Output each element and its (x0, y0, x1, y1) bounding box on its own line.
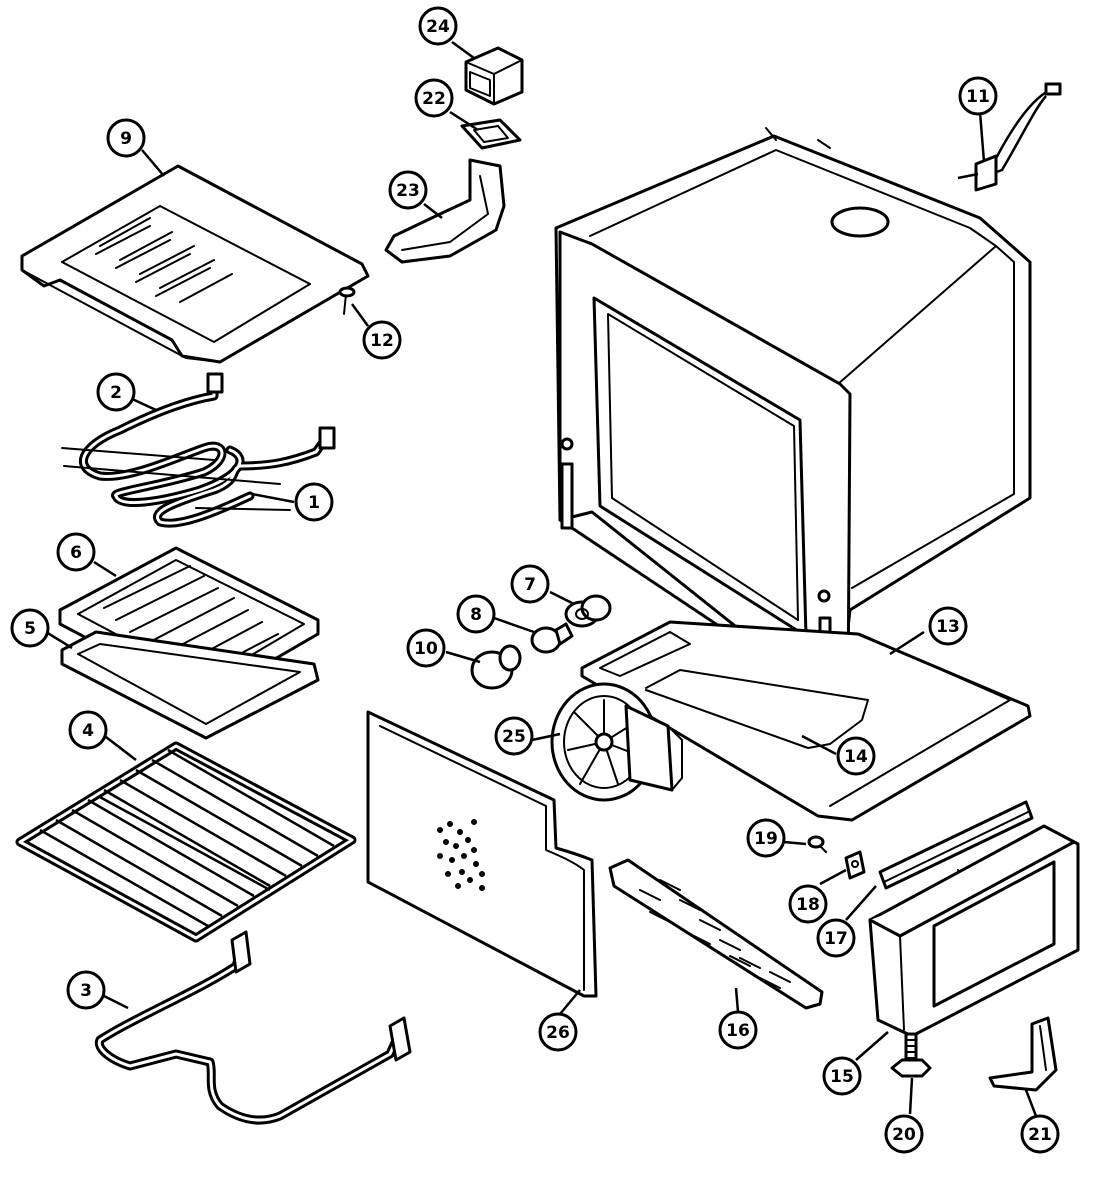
svg-text:2: 2 (110, 383, 122, 403)
callout-19: 19 (746, 818, 786, 858)
callout-2: 2 (96, 372, 136, 412)
callout-12: 12 (362, 320, 402, 360)
part-4-oven-rack (15, 741, 357, 943)
callout-15: 15 (822, 1056, 862, 1096)
part-25-convection-fan (550, 682, 683, 802)
oven-cavity (554, 127, 1032, 702)
svg-text:21: 21 (1028, 1125, 1052, 1145)
svg-text:9: 9 (120, 129, 132, 149)
svg-text:3: 3 (80, 981, 92, 1001)
part-8-bulb (530, 622, 574, 654)
svg-text:7: 7 (524, 575, 536, 595)
callout-14: 14 (836, 736, 876, 776)
callout-4: 4 (68, 710, 108, 750)
part-5-broiler-pan (60, 630, 320, 740)
svg-text:13: 13 (936, 617, 960, 637)
callout-23: 23 (388, 170, 428, 210)
callout-18: 18 (788, 884, 828, 924)
svg-text:24: 24 (426, 17, 450, 37)
callout-26: 26 (538, 1012, 578, 1052)
svg-text:26: 26 (546, 1023, 570, 1043)
fan-vent-holes (437, 819, 485, 891)
callout-21: 21 (1020, 1114, 1060, 1154)
svg-text:22: 22 (422, 89, 446, 109)
part-20-leveling-leg (890, 1032, 932, 1078)
part-19-screw (807, 835, 827, 853)
svg-text:6: 6 (70, 543, 82, 563)
part-9-top-panel (20, 164, 370, 364)
callout-3: 3 (66, 970, 106, 1010)
callout-13: 13 (928, 606, 968, 646)
svg-text:15: 15 (830, 1067, 854, 1087)
svg-text:17: 17 (824, 929, 848, 949)
part-12-screw (338, 286, 356, 315)
part-11-sensor (957, 82, 1062, 871)
callout-5: 5 (10, 608, 50, 648)
part-3-bake-element (94, 930, 412, 1125)
part-10-lens (470, 644, 522, 690)
leader-lines (45, 40, 1038, 1117)
part-24-cover-box (464, 46, 524, 106)
callout-25: 25 (494, 716, 534, 756)
svg-text:1: 1 (308, 493, 320, 513)
svg-text:16: 16 (726, 1021, 750, 1041)
part-18-clip (844, 850, 866, 880)
part-15-drawer-support (868, 824, 1080, 1038)
part-22-gasket (460, 118, 522, 150)
callout-1: 1 (294, 482, 334, 522)
svg-text:5: 5 (24, 619, 36, 639)
callout-8: 8 (456, 594, 496, 634)
part-21-anti-tip-bracket (988, 1016, 1058, 1092)
svg-text:4: 4 (82, 721, 94, 741)
callout-16: 16 (718, 1010, 758, 1050)
callout-20: 20 (884, 1114, 924, 1154)
part-26-rear-panel (366, 710, 598, 998)
svg-text:20: 20 (892, 1125, 916, 1145)
part-17-bracket-strip (878, 800, 1034, 890)
part-2-element (61, 372, 336, 528)
svg-text:12: 12 (370, 331, 394, 351)
callout-17: 17 (816, 918, 856, 958)
callout-11: 11 (958, 76, 998, 116)
callout-6: 6 (56, 532, 96, 572)
part-13-bottom-panel (580, 620, 1032, 822)
svg-text:25: 25 (502, 727, 526, 747)
svg-text:14: 14 (844, 747, 868, 767)
part-16-vent-bracket (608, 858, 824, 1010)
part-23-duct (384, 158, 506, 264)
callout-7: 7 (510, 564, 550, 604)
svg-text:18: 18 (796, 895, 820, 915)
svg-text:10: 10 (414, 639, 438, 659)
callout-22: 22 (414, 78, 454, 118)
part-7-light-socket (564, 594, 612, 628)
svg-text:8: 8 (470, 605, 482, 625)
svg-text:23: 23 (396, 181, 420, 201)
svg-text:19: 19 (754, 829, 778, 849)
callout-10: 10 (406, 628, 446, 668)
svg-text:11: 11 (966, 87, 990, 107)
callout-24: 24 (418, 6, 458, 46)
callout-9: 9 (106, 118, 146, 158)
